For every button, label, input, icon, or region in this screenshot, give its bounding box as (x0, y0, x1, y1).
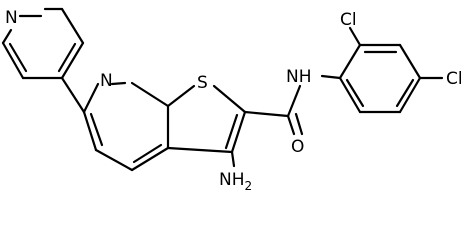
amino-bond (230, 150, 236, 168)
amino-label: NH2 (219, 170, 252, 193)
amide-nh-label: NH (286, 67, 312, 87)
fused-pyridine-ring (82, 81, 170, 172)
molecule-structure-canvas: N N S NH O NH2 Cl Cl (1, 7, 463, 193)
ring-nitrogen-label: N (100, 71, 113, 91)
dichlorophenyl-ring (338, 43, 422, 114)
carbonyl-oxygen-label: O (291, 137, 304, 157)
para-chlorine-label: Cl (446, 69, 463, 89)
ortho-chlorine-label: Cl (340, 10, 357, 30)
ortho-chloro-bond (348, 26, 362, 47)
amino-subscript: 2 (245, 179, 253, 193)
thiophene-ring (166, 84, 247, 154)
amide-group (243, 74, 342, 136)
sulfur-label: S (197, 73, 208, 93)
biaryl-bond (60, 76, 86, 114)
pyridine-ring (1, 7, 85, 80)
molecule-structure: N N S NH O NH2 Cl Cl (1, 7, 463, 193)
amino-label-text: NH (219, 170, 245, 190)
pyridine-nitrogen-label: N (5, 8, 18, 28)
